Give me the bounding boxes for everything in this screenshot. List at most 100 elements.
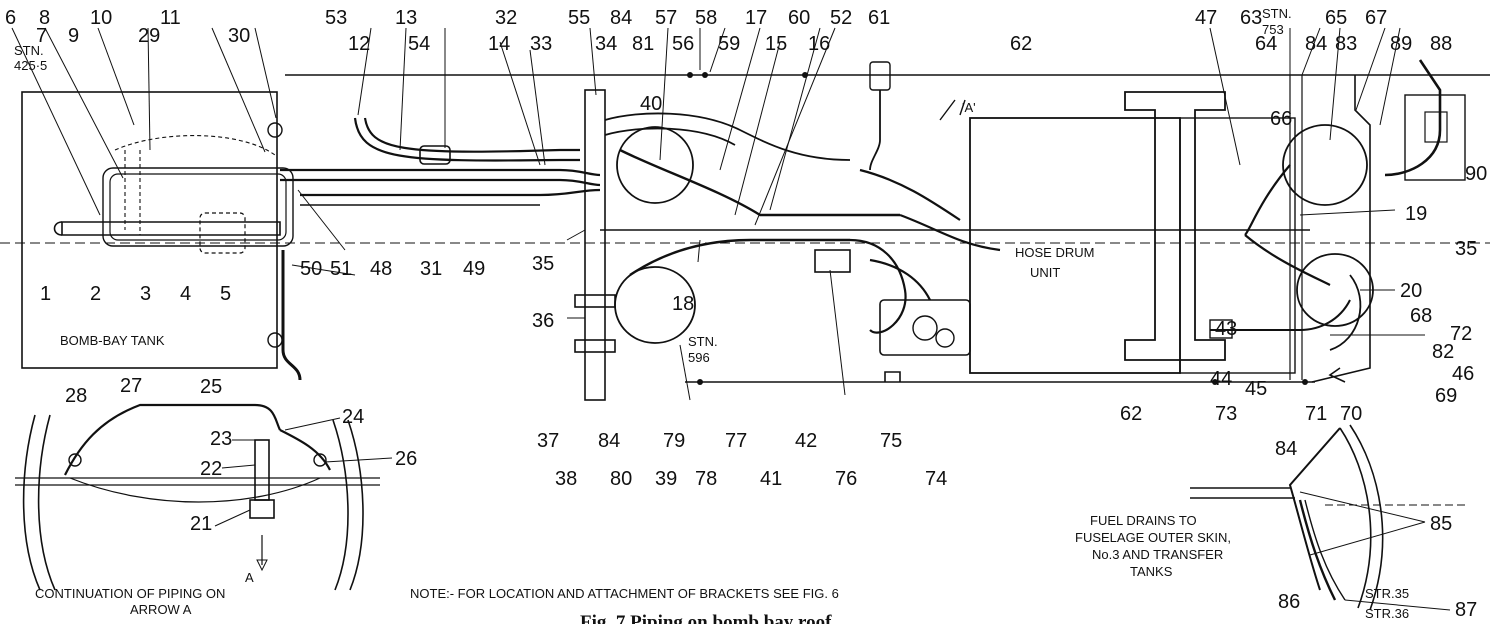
callout-18: 18 bbox=[672, 293, 694, 315]
callout-15: 15 bbox=[765, 33, 787, 55]
callout-6: 6 bbox=[5, 7, 16, 29]
callout-75: 75 bbox=[880, 430, 902, 452]
callout-43: 43 bbox=[1215, 318, 1237, 340]
callout-32: 32 bbox=[495, 7, 517, 29]
arrow-a-top-label: 'A' bbox=[962, 100, 976, 115]
callout-37: 37 bbox=[537, 430, 559, 452]
callout-81: 81 bbox=[632, 33, 654, 55]
callout-67: 67 bbox=[1365, 7, 1387, 29]
callout-84-bottom-left: 84 bbox=[598, 430, 620, 452]
callout-83: 83 bbox=[1335, 33, 1357, 55]
callout-62-top: 62 bbox=[1010, 33, 1032, 55]
callout-55: 55 bbox=[568, 7, 590, 29]
callout-14: 14 bbox=[488, 33, 510, 55]
bomb-bay-tank-label: BOMB-BAY TANK bbox=[60, 333, 165, 348]
callout-86: 86 bbox=[1278, 591, 1300, 613]
stn-753-label-b: 753 bbox=[1262, 22, 1284, 37]
callout-64: 64 bbox=[1255, 33, 1277, 55]
continuation-label-a: CONTINUATION OF PIPING ON bbox=[35, 586, 225, 601]
callout-4: 4 bbox=[180, 283, 191, 305]
callout-66: 66 bbox=[1270, 108, 1292, 130]
hose-drum-label-b: UNIT bbox=[1030, 265, 1060, 280]
fittings bbox=[687, 61, 1346, 385]
callout-36: 36 bbox=[532, 310, 554, 332]
callout-85: 85 bbox=[1430, 513, 1452, 535]
callout-79: 79 bbox=[663, 430, 685, 452]
callout-88: 88 bbox=[1430, 33, 1452, 55]
part-numbers: 6 7 8 9 10 29 11 30 53 12 13 54 14 32 33… bbox=[5, 7, 1487, 621]
callout-19: 19 bbox=[1405, 203, 1427, 225]
callout-20: 20 bbox=[1400, 280, 1422, 302]
fuel-drains-label-a: FUEL DRAINS TO bbox=[1090, 513, 1197, 528]
callout-24: 24 bbox=[342, 406, 364, 428]
callout-30: 30 bbox=[228, 25, 250, 47]
callout-76: 76 bbox=[835, 468, 857, 490]
callout-84-top-left: 84 bbox=[610, 7, 632, 29]
stn-753-label-a: STN. bbox=[1262, 6, 1292, 21]
leader-lines bbox=[11, 27, 1425, 401]
callout-42: 42 bbox=[795, 430, 817, 452]
callout-74: 74 bbox=[925, 468, 947, 490]
callout-45: 45 bbox=[1245, 378, 1267, 400]
continuation-view bbox=[15, 403, 380, 591]
callout-23: 23 bbox=[210, 428, 232, 450]
stn-4255-label-b: 425·5 bbox=[14, 58, 47, 73]
callout-84-top-right: 84 bbox=[1305, 33, 1327, 55]
callout-78: 78 bbox=[695, 468, 717, 490]
figure-caption: Fig. 7 Piping on bomb bay roof bbox=[580, 612, 832, 624]
fuel-drains-label-d: TANKS bbox=[1130, 564, 1173, 579]
callout-26: 26 bbox=[395, 448, 417, 470]
hose-drum-label-a: HOSE DRUM bbox=[1015, 245, 1094, 260]
callout-48: 48 bbox=[370, 258, 392, 280]
callout-17: 17 bbox=[745, 7, 767, 29]
callout-2: 2 bbox=[90, 283, 101, 305]
callout-62-bottom: 62 bbox=[1120, 403, 1142, 425]
callout-9: 9 bbox=[68, 25, 79, 47]
callout-61: 61 bbox=[868, 7, 890, 29]
callout-46: 46 bbox=[1452, 363, 1474, 385]
callout-82: 82 bbox=[1432, 341, 1454, 363]
callout-84-bottom-right: 84 bbox=[1275, 438, 1297, 460]
callout-1: 1 bbox=[40, 283, 51, 305]
callout-77: 77 bbox=[725, 430, 747, 452]
callout-5: 5 bbox=[220, 283, 231, 305]
callout-70: 70 bbox=[1340, 403, 1362, 425]
callout-89: 89 bbox=[1390, 33, 1412, 55]
callout-7: 7 bbox=[36, 25, 47, 47]
callout-35-right: 35 bbox=[1455, 238, 1477, 260]
arrow-a-small-label: A bbox=[245, 570, 254, 585]
callout-54: 54 bbox=[408, 33, 430, 55]
brackets-note: NOTE:- FOR LOCATION AND ATTACHMENT OF BR… bbox=[410, 586, 839, 601]
stn-596-label-a: STN. bbox=[688, 334, 718, 349]
stn-596-label-b: 596 bbox=[688, 350, 710, 365]
callout-10: 10 bbox=[90, 7, 112, 29]
bottom-leaders bbox=[214, 417, 1451, 611]
callout-56: 56 bbox=[672, 33, 694, 55]
callout-44: 44 bbox=[1210, 368, 1232, 390]
callout-47: 47 bbox=[1195, 7, 1217, 29]
callout-73: 73 bbox=[1215, 403, 1237, 425]
text-labels: STN. 425·5 BOMB-BAY TANK HOSE DRUM UNIT … bbox=[14, 6, 1409, 624]
callout-87: 87 bbox=[1455, 599, 1477, 621]
str-36-label: STR.36 bbox=[1365, 606, 1409, 621]
fuel-drains-label-c: No.3 AND TRANSFER bbox=[1092, 547, 1223, 562]
callout-11: 11 bbox=[160, 7, 181, 29]
callout-72: 72 bbox=[1450, 323, 1472, 345]
callout-16: 16 bbox=[808, 33, 830, 55]
callout-41: 41 bbox=[760, 468, 782, 490]
callout-12: 12 bbox=[348, 33, 370, 55]
callout-27: 27 bbox=[120, 375, 142, 397]
callout-80: 80 bbox=[610, 468, 632, 490]
callout-65: 65 bbox=[1325, 7, 1347, 29]
callout-8: 8 bbox=[39, 7, 50, 29]
callout-52: 52 bbox=[830, 7, 852, 29]
callout-31: 31 bbox=[420, 258, 442, 280]
callout-22: 22 bbox=[200, 458, 222, 480]
callout-90: 90 bbox=[1465, 163, 1487, 185]
callout-28: 28 bbox=[65, 385, 87, 407]
hose-drum-unit bbox=[879, 91, 1296, 374]
callout-38: 38 bbox=[555, 468, 577, 490]
callout-58: 58 bbox=[695, 7, 717, 29]
callout-57: 57 bbox=[655, 7, 677, 29]
callout-53: 53 bbox=[325, 7, 347, 29]
